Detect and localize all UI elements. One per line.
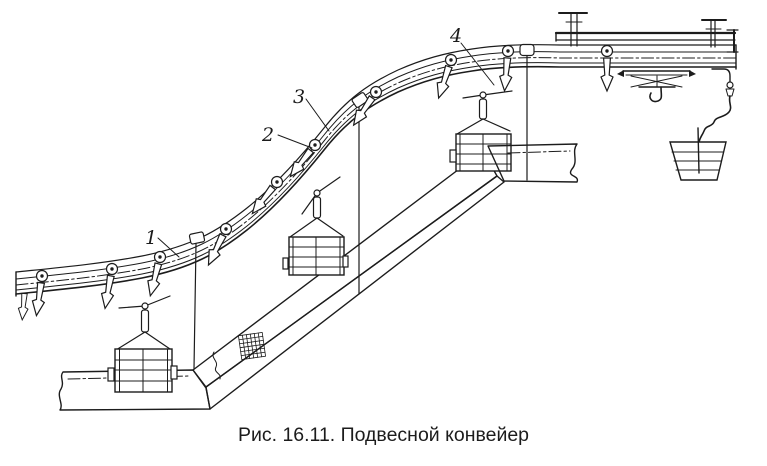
left-arrow-tip <box>617 70 624 77</box>
leader-line-2 <box>277 134 313 149</box>
trolley <box>98 262 119 311</box>
trolley <box>600 44 614 92</box>
conveyor-track <box>15 44 737 297</box>
part-labels: 1 2 3 4 <box>145 25 495 258</box>
incline-gallery <box>192 150 505 410</box>
ceiling-suspension <box>554 12 739 53</box>
trolley <box>143 250 167 298</box>
figure-caption: Рис. 16.11. Подвесной конвейер <box>237 424 530 446</box>
platform-axis-line <box>67 375 189 380</box>
support-rods <box>193 55 528 370</box>
part-label-1: 1 <box>145 227 157 249</box>
trolley <box>348 85 383 130</box>
suspended-crate-left <box>107 295 178 393</box>
right-arrow-tip <box>689 70 696 77</box>
part-label-2: 2 <box>261 124 274 146</box>
platform-axis-line <box>507 150 571 154</box>
track-rail-lines <box>15 44 737 295</box>
suspended-crate-middle <box>282 176 349 276</box>
leader-line-1 <box>157 237 180 258</box>
incline-walkway-surface <box>192 150 498 388</box>
end-stop-strap <box>16 292 30 321</box>
rope-and-bucket <box>669 68 735 181</box>
end-hanger-bracket <box>711 68 731 83</box>
trolley <box>247 175 284 218</box>
part-label-4: 4 <box>449 25 462 47</box>
suspended-crate-top <box>449 90 513 172</box>
leader-line-4 <box>460 42 495 86</box>
surface-break-squiggle <box>212 351 221 380</box>
i-beam-hanger-left <box>558 12 588 47</box>
trolleys <box>16 44 614 321</box>
part-label-3: 3 <box>293 86 305 108</box>
i-beam-hanger-right <box>701 19 727 48</box>
hook-carrier-trolley <box>617 70 696 103</box>
trolley <box>202 222 233 269</box>
leader-line-3 <box>305 98 330 132</box>
mesh-hatch-patch <box>238 332 266 360</box>
rail-clips <box>188 43 535 245</box>
hook-icon <box>649 86 663 103</box>
support-rod <box>193 243 197 370</box>
beam-end-bracket <box>726 29 739 53</box>
lower-platform <box>58 369 211 411</box>
hoist-rope <box>698 95 732 143</box>
upper-platform <box>487 143 579 183</box>
incline-front-face <box>205 175 505 410</box>
